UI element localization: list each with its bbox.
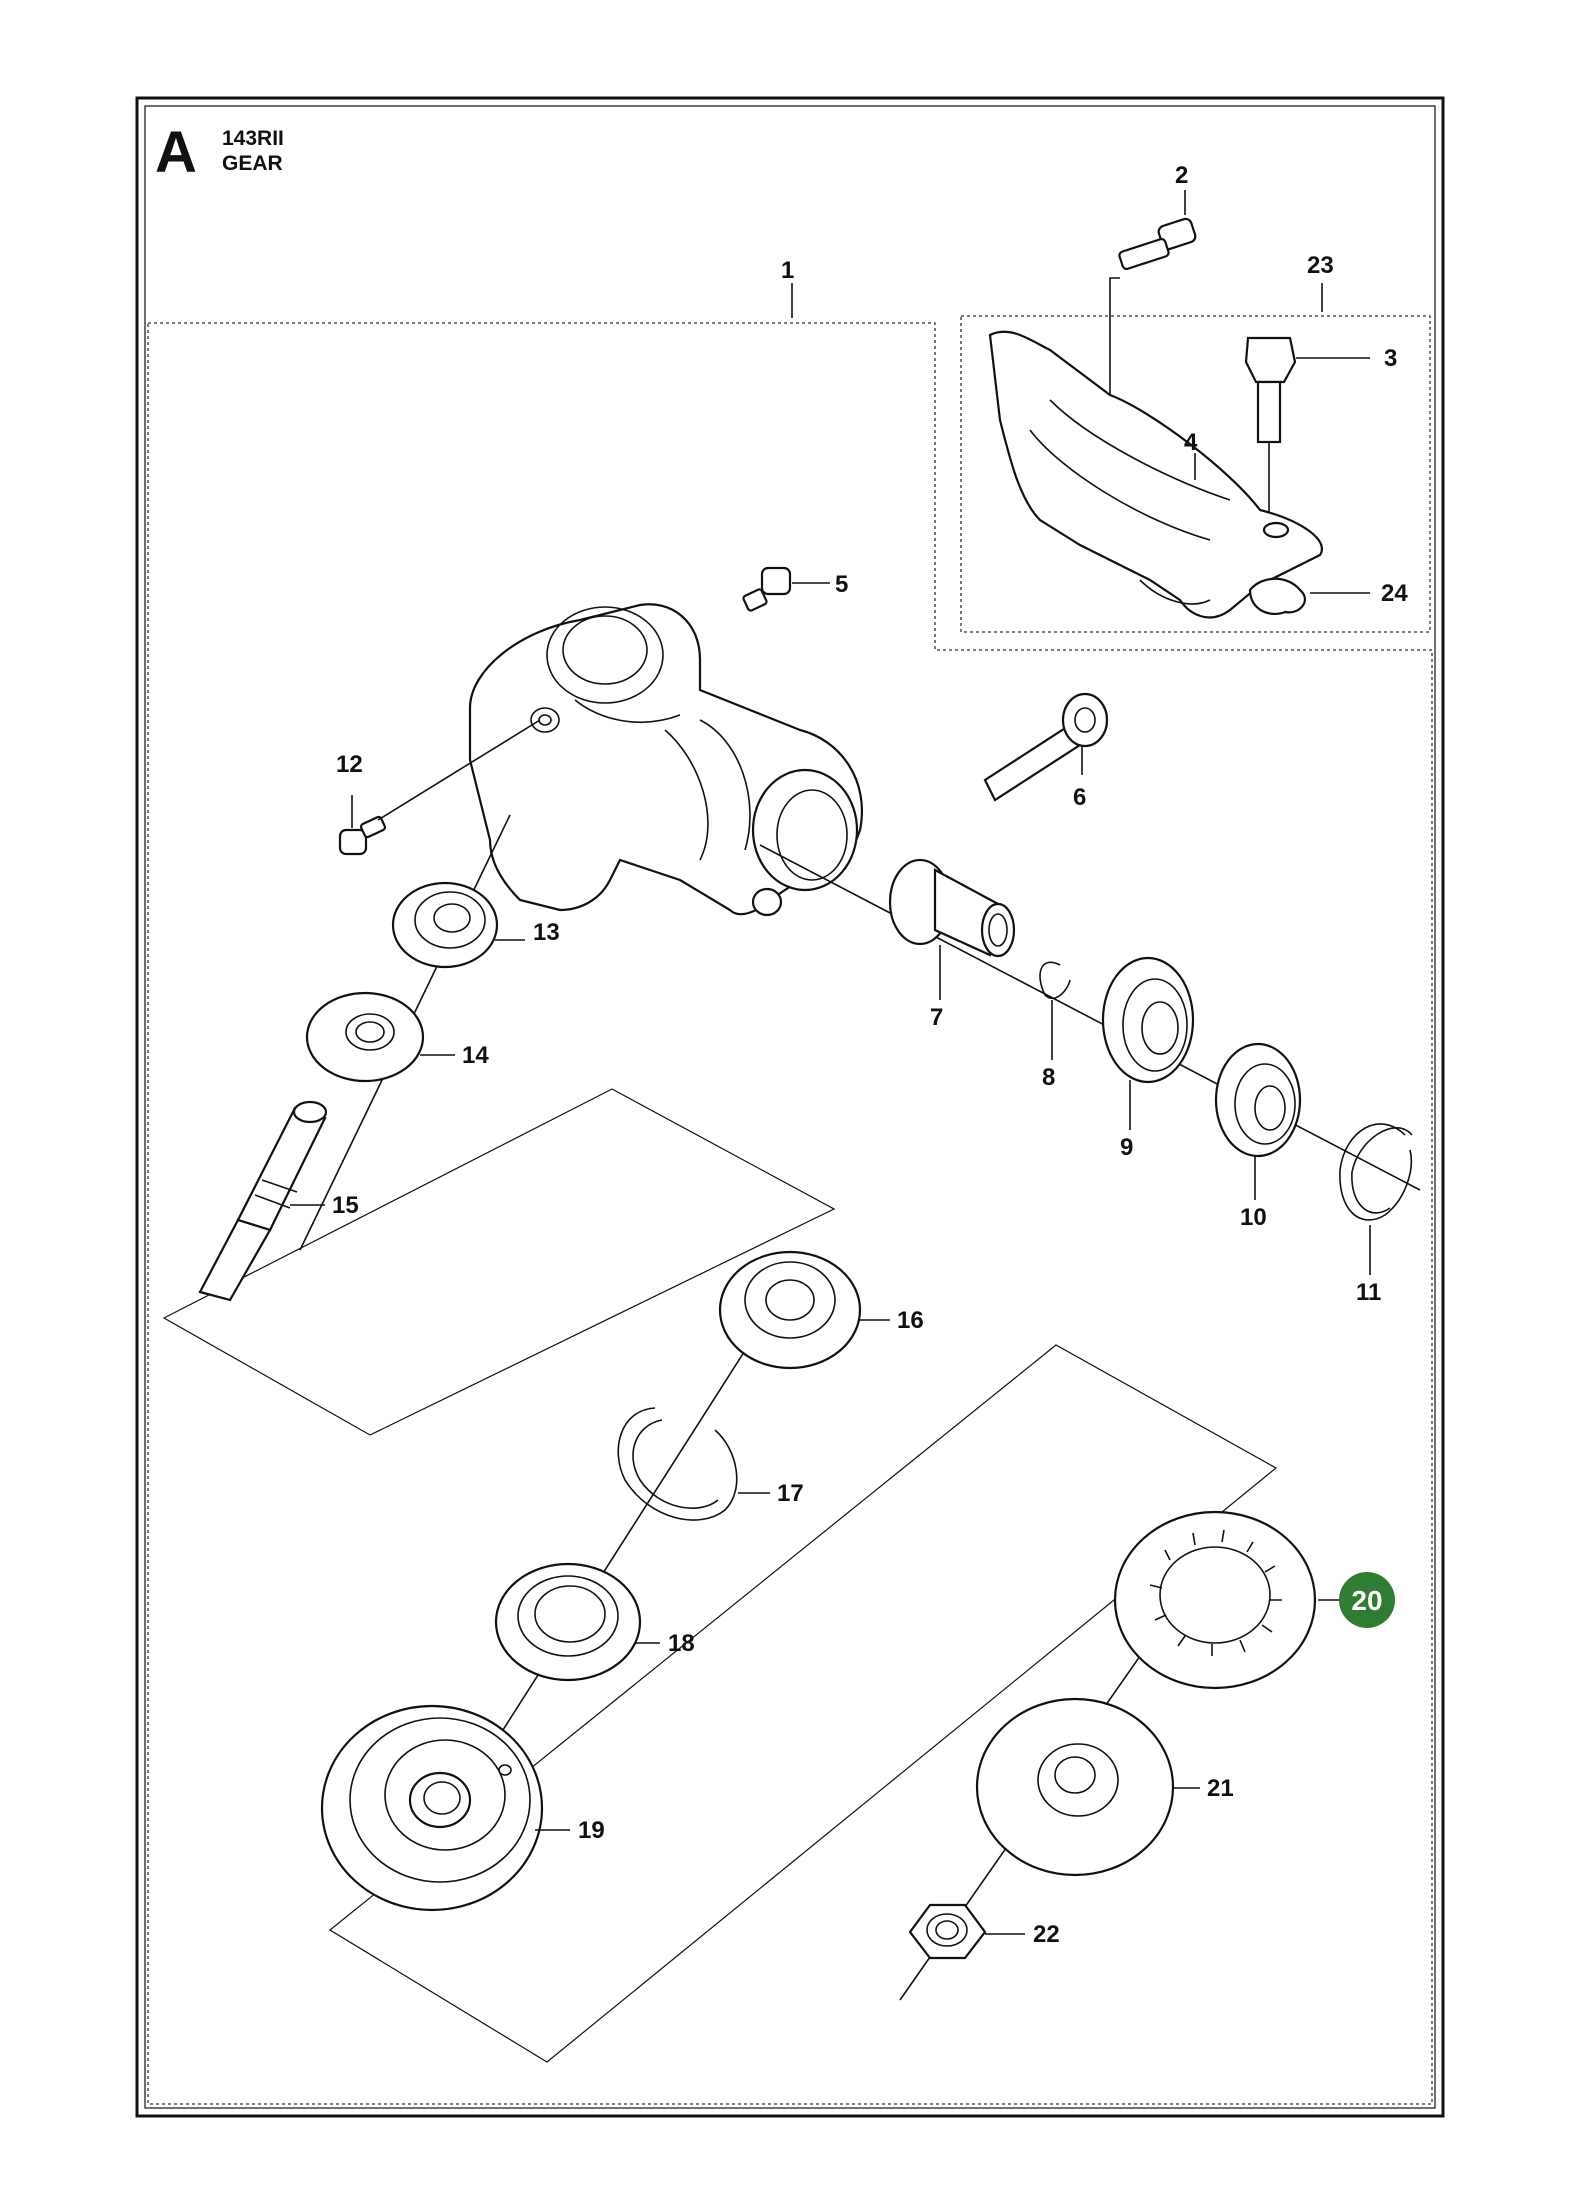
lock-washer-20: [1113, 1510, 1317, 1690]
part-label-6[interactable]: 6: [1073, 784, 1086, 811]
nut-22: [908, 1903, 987, 1960]
part-label-24[interactable]: 24: [1381, 580, 1408, 607]
circlip-17: [617, 1407, 738, 1521]
outer-frame: [135, 96, 1445, 2118]
section-letter: A: [155, 120, 197, 185]
inner-frame: [144, 105, 1436, 2109]
highlight-circle: [1339, 1572, 1395, 1628]
part-label-14[interactable]: 14: [462, 1042, 489, 1069]
washer-14: [305, 991, 425, 1083]
highlight-badge-20[interactable]: 20: [1339, 1572, 1395, 1628]
part-label-1[interactable]: 1: [781, 257, 794, 284]
part-label-19[interactable]: 19: [578, 1817, 605, 1844]
part-label-4[interactable]: 4: [1184, 429, 1198, 456]
screw-5: [742, 566, 792, 612]
part-label-3[interactable]: 3: [1384, 345, 1397, 372]
pin-3: [1244, 336, 1297, 444]
part-label-8[interactable]: 8: [1042, 1064, 1055, 1091]
part-label-15[interactable]: 15: [332, 1192, 359, 1219]
part-label-13[interactable]: 13: [533, 919, 560, 946]
bearing-10: [1214, 1042, 1302, 1158]
bearing-9: [1101, 956, 1195, 1084]
part-label-9[interactable]: 9: [1120, 1134, 1133, 1161]
part-label-12[interactable]: 12: [336, 751, 363, 778]
part-label-10[interactable]: 10: [1240, 1204, 1267, 1231]
circlip-8: [1039, 961, 1071, 1000]
part-label-5[interactable]: 5: [835, 571, 848, 598]
part-label-16[interactable]: 16: [897, 1307, 924, 1334]
part-label-11[interactable]: 11: [1356, 1279, 1381, 1306]
gear-housing: [468, 603, 863, 917]
diagram-title: GEAR: [222, 152, 283, 175]
bolt-6: [983, 692, 1109, 802]
detail-frame-left: [162, 1088, 836, 1436]
guard-4: [988, 330, 1323, 619]
model-name: 143RII: [222, 127, 284, 150]
bearing-16: [718, 1250, 862, 1370]
axis-right: [759, 844, 1421, 1191]
pinion-7: [888, 858, 1016, 958]
shaft-15: [198, 1100, 328, 1302]
part-label-21[interactable]: 21: [1207, 1775, 1234, 1802]
part-label-22[interactable]: 22: [1033, 1921, 1060, 1948]
part-label-23[interactable]: 23: [1307, 252, 1334, 279]
bearing-13: [391, 881, 499, 969]
seal-18: [494, 1562, 642, 1682]
cover-19: [320, 1704, 544, 1912]
part-label-18[interactable]: 18: [668, 1630, 695, 1657]
leader-2b: [1109, 277, 1120, 410]
part-label-17[interactable]: 17: [777, 1480, 804, 1507]
part-label-20: 20: [1351, 1585, 1382, 1616]
washer-21: [975, 1697, 1175, 1877]
ring-11: [1339, 1123, 1413, 1221]
group-boundary-1: [147, 322, 1433, 2105]
leader-12b: [377, 719, 541, 821]
part-label-7[interactable]: 7: [930, 1004, 943, 1031]
screw-12: [338, 815, 387, 856]
washer-24: [1248, 577, 1306, 616]
screw-2: [1118, 217, 1197, 271]
part-label-2[interactable]: 2: [1175, 162, 1188, 189]
detail-frame-right: [328, 1344, 1278, 2063]
group-boundary-23: [960, 315, 1431, 633]
